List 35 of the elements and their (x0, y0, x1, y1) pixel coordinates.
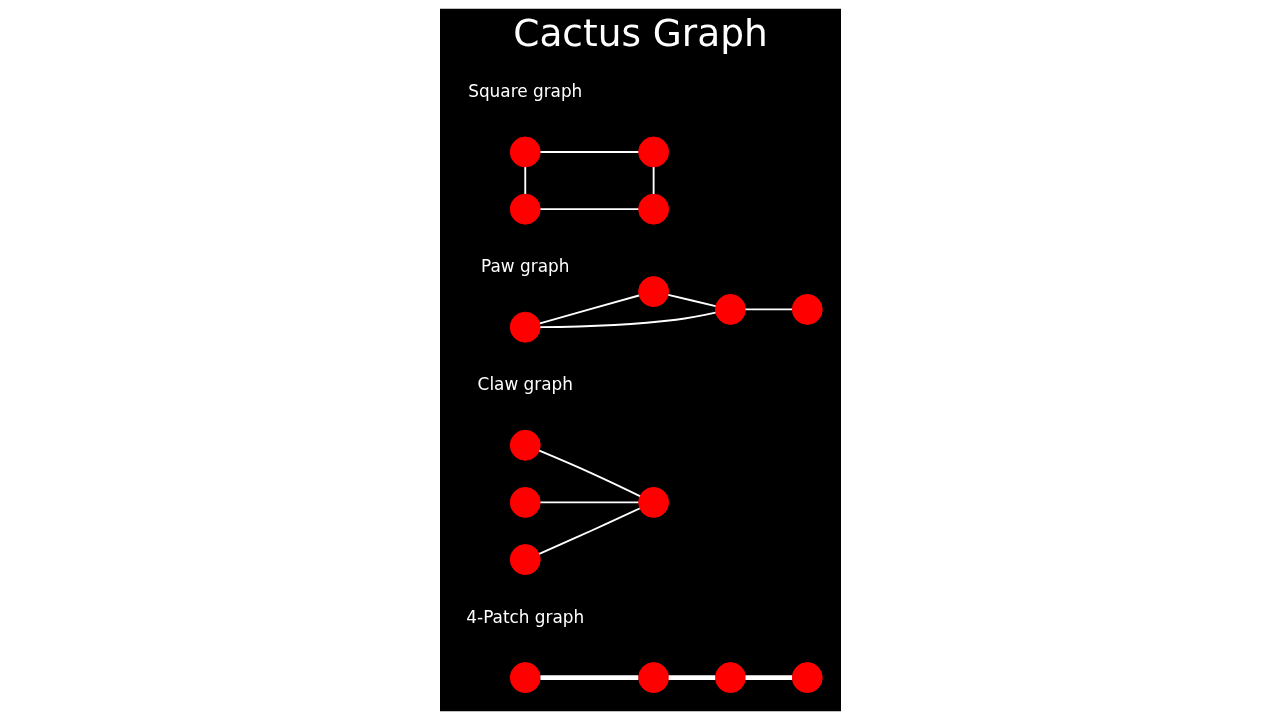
node-circle (509, 662, 541, 694)
connector (539, 208, 639, 211)
diagram-title: Cactus Graph (512, 11, 768, 56)
node-circle (509, 486, 541, 518)
connector (539, 151, 639, 153)
node-circle (509, 193, 541, 225)
node-circle (509, 311, 541, 343)
label: Square graph (467, 81, 582, 102)
node-circle (509, 429, 541, 461)
node-circle (637, 193, 669, 225)
label: Paw graph (480, 256, 569, 277)
connector (537, 449, 641, 498)
node-circle (791, 293, 823, 325)
connector (668, 675, 715, 680)
node-circle (637, 486, 669, 518)
connector (652, 166, 655, 195)
connector (537, 507, 641, 555)
node-circle (637, 136, 669, 168)
node-circle (509, 544, 541, 575)
node-circle (637, 662, 669, 694)
node-circle (509, 136, 541, 168)
connector (538, 311, 716, 329)
node-circle (791, 662, 823, 694)
node-circle (637, 276, 669, 308)
connector (539, 675, 638, 680)
label: 4-Patch graph (465, 606, 584, 627)
connector (523, 166, 526, 195)
connector (744, 308, 793, 311)
connector (538, 294, 640, 325)
connector (539, 501, 639, 504)
label: Claw graph (477, 374, 573, 395)
node-circle (714, 293, 746, 325)
node-circle (714, 662, 746, 694)
connector (745, 675, 792, 680)
connector (666, 293, 717, 308)
